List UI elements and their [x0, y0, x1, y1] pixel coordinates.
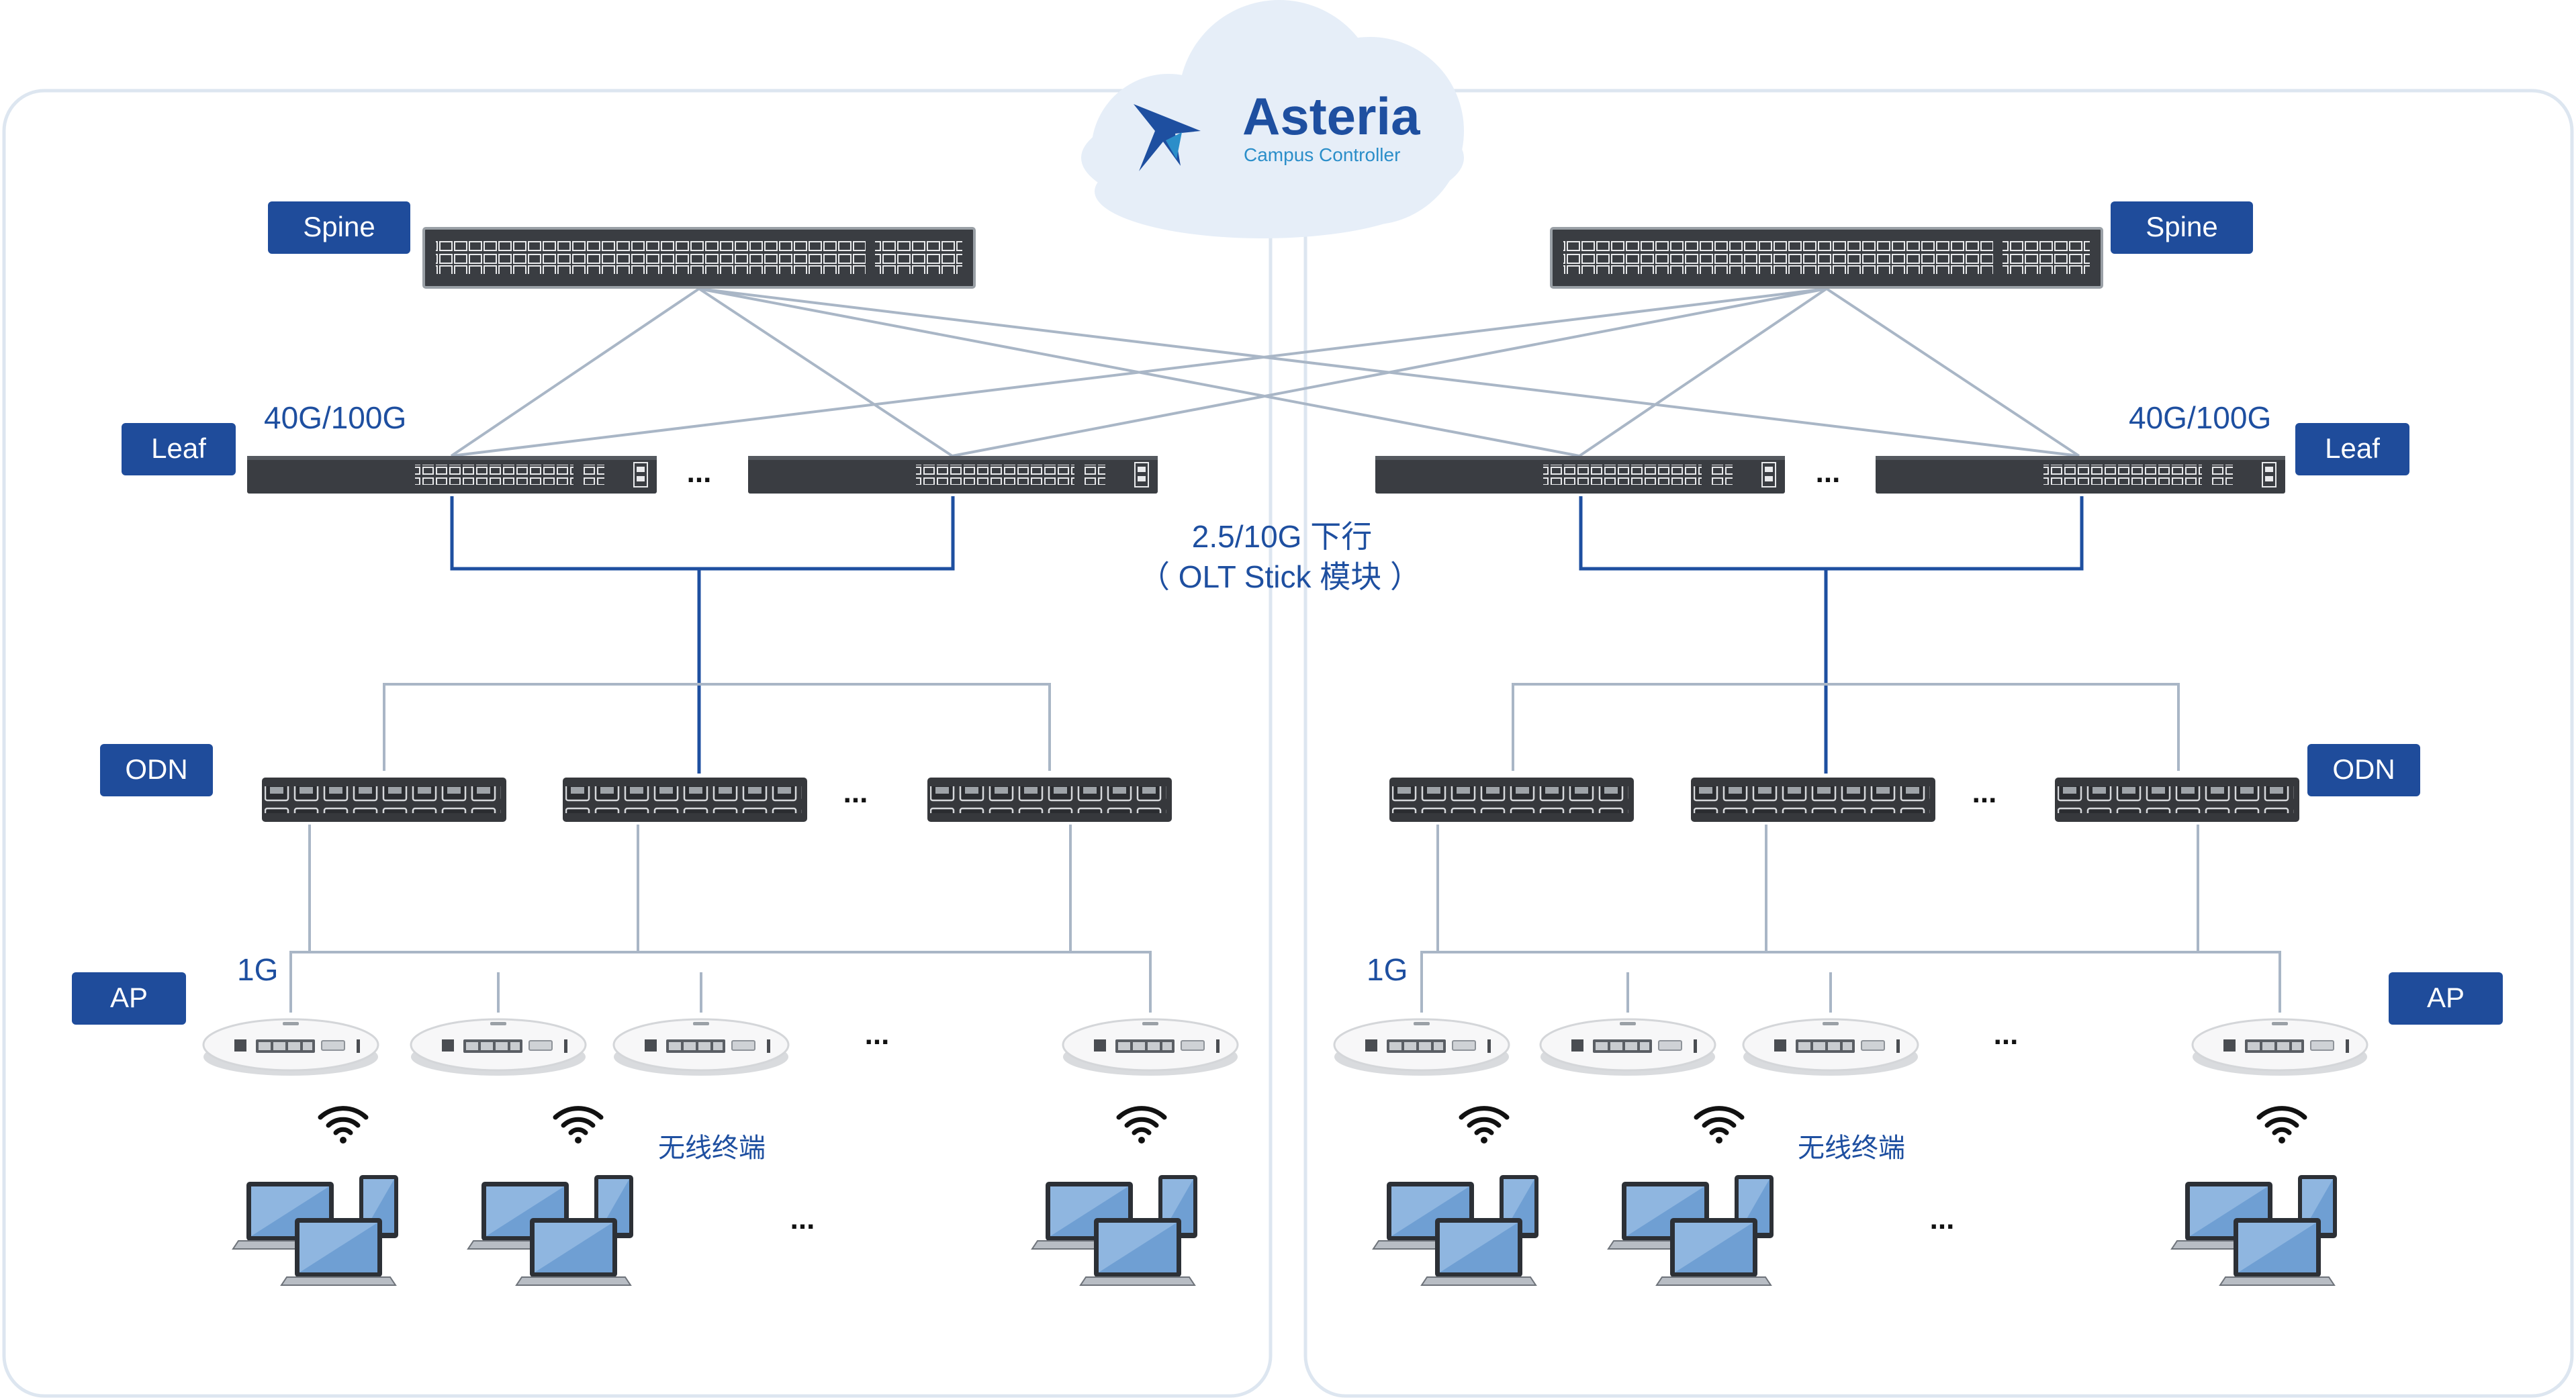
tier-label-ap-left: AP: [72, 972, 186, 1025]
cloud-icon: [1081, 0, 1464, 238]
uplink-speed-right: 40G/100G: [2129, 400, 2271, 435]
access-point-6: [1539, 1018, 1716, 1077]
ellipsis-ap-left: ...: [865, 1018, 890, 1051]
uplink-speed-left: 40G/100G: [264, 400, 406, 435]
tier-label-spine-left: Spine: [268, 201, 410, 254]
leaf-switch-1: [246, 455, 657, 494]
odn-splitter-5: [1691, 778, 1935, 822]
access-point-7: [1742, 1018, 1919, 1077]
ellipsis-leaf-left: ...: [687, 456, 712, 489]
access-point-4: [1062, 1018, 1239, 1077]
downlink-label-line1: 2.5/10G 下行: [1192, 519, 1372, 554]
spine-leaf-links: [450, 287, 2080, 457]
leaf-odn-links: [450, 496, 2084, 774]
tier-label-odn-right: ODN: [2307, 744, 2420, 796]
odn-fanout-links: [383, 683, 2180, 771]
controller-subtitle: Campus Controller: [1244, 144, 1400, 165]
svg-text:Leaf: Leaf: [151, 432, 206, 464]
tier-label-leaf-right: Leaf: [2295, 423, 2409, 475]
svg-text:Leaf: Leaf: [2325, 432, 2380, 464]
svg-text:AP: AP: [110, 982, 148, 1013]
ap-link-speed-left: 1G: [237, 952, 278, 987]
asteria-logo-icon: [1134, 104, 1201, 171]
ellipsis-terminals-right: ...: [1930, 1203, 1955, 1235]
leaf-switch-4: [1875, 455, 2286, 494]
spine-switch-left: [422, 227, 976, 289]
terminals-label-left: 无线终端: [658, 1133, 766, 1163]
ellipsis-ap-right: ...: [1994, 1018, 2019, 1051]
ellipsis-leaf-right: ...: [1816, 456, 1841, 489]
access-point-8: [2191, 1018, 2368, 1077]
access-point-5: [1333, 1018, 1510, 1077]
ellipsis-odn-left: ...: [843, 776, 868, 809]
access-point-1: [202, 1018, 379, 1077]
controller-name: Asteria: [1242, 87, 1420, 146]
downlink-label-line2: （ OLT Stick 模块 ）: [1139, 559, 1421, 594]
tier-label-spine-right: Spine: [2111, 201, 2253, 254]
tier-label-odn-left: ODN: [100, 744, 213, 796]
leaf-switch-2: [747, 455, 1158, 494]
access-point-2: [410, 1018, 587, 1077]
odn-splitter-6: [2055, 778, 2299, 822]
odn-splitter-3: [927, 778, 1172, 822]
tier-label-leaf-left: Leaf: [122, 423, 236, 475]
svg-text:Spine: Spine: [303, 211, 375, 242]
leaf-switch-3: [1375, 455, 1786, 494]
svg-text:Spine: Spine: [2146, 211, 2217, 242]
odn-splitter-1: [262, 778, 506, 822]
ap-link-speed-right: 1G: [1367, 952, 1408, 987]
spine-switch-right: [1550, 227, 2103, 289]
odn-ap-links: [289, 825, 2281, 1013]
odn-splitter-4: [1389, 778, 1634, 822]
ellipsis-odn-right: ...: [1972, 776, 1997, 809]
svg-text:AP: AP: [2427, 982, 2465, 1013]
ellipsis-terminals-left: ...: [790, 1203, 815, 1235]
terminals-label-right: 无线终端: [1798, 1133, 1905, 1163]
odn-splitter-2: [563, 778, 807, 822]
access-point-3: [612, 1018, 790, 1077]
svg-text:ODN: ODN: [2332, 753, 2395, 785]
svg-text:ODN: ODN: [125, 753, 187, 785]
tier-label-ap-right: AP: [2389, 972, 2503, 1025]
